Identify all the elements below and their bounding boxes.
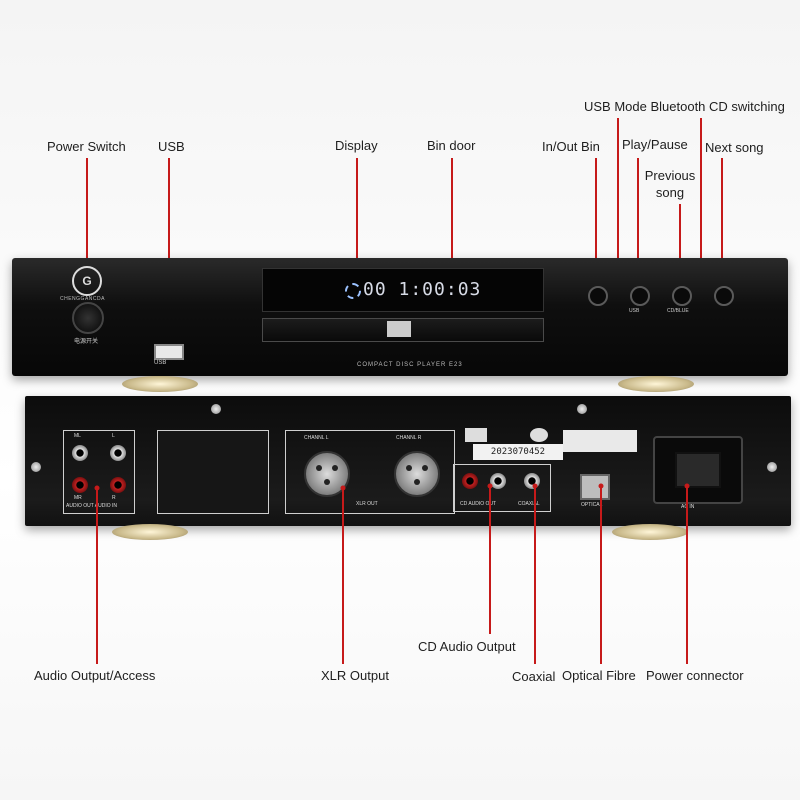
callout-power-switch: Power Switch xyxy=(47,139,126,154)
front-foot-left xyxy=(122,376,198,392)
rear-foot-left xyxy=(112,524,188,540)
leader-dot-power-connector xyxy=(684,483,690,489)
callout-power-connector: Power connector xyxy=(646,668,744,683)
cd-player-front-panel: G CHENGGANCDA 电源开关 USB 00 1:00:03 COMPAC… xyxy=(12,258,788,376)
label-channel-l: CHANNL L xyxy=(304,435,329,441)
leader-audio-output xyxy=(96,488,98,664)
next-song-button[interactable] xyxy=(714,286,734,306)
cd-audio-out-panel: CD AUDIO OUT COAXIAL xyxy=(453,464,551,512)
callout-usb: USB xyxy=(158,139,185,154)
disc-tray-door[interactable] xyxy=(262,318,544,342)
callout-bin-door: Bin door xyxy=(427,138,476,153)
leader-display xyxy=(356,158,358,294)
callout-in-out-bin: In/Out Bin xyxy=(542,139,600,154)
callout-coaxial: Coaxial xyxy=(512,669,556,684)
callout-play-pause: Play/Pause xyxy=(622,137,688,152)
screw-icon xyxy=(577,404,587,414)
serial-number: 2023070452 xyxy=(473,444,563,460)
label-coaxial: COAXIAL xyxy=(518,501,540,507)
rca-ml-jack[interactable] xyxy=(72,445,88,461)
leader-dot-cd-audio-output xyxy=(487,483,493,489)
brand-text: CHENGGANCDA xyxy=(60,296,105,302)
label-channel-r: CHANNL R xyxy=(396,435,422,441)
leader-power-connector xyxy=(686,486,688,664)
callout-usb-mode-bluetooth: USB Mode Bluetooth CD switching xyxy=(584,99,785,114)
leader-next-song xyxy=(721,158,723,294)
screw-icon xyxy=(211,404,221,414)
display-window: 00 1:00:03 xyxy=(262,268,544,312)
leader-xlr-output xyxy=(342,488,344,664)
callout-display: Display xyxy=(335,138,378,153)
label-xlr-out: XLR OUT xyxy=(356,501,378,507)
screw-icon xyxy=(31,462,41,472)
callout-cd-audio-output: CD Audio Output xyxy=(418,639,516,654)
rear-foot-right xyxy=(612,524,688,540)
usb-port-label: USB xyxy=(154,360,167,366)
leader-optical-fibre xyxy=(600,486,602,664)
power-socket-icon xyxy=(675,452,721,488)
ccc-certification-icon xyxy=(530,428,548,442)
label-cd-audio-out: CD AUDIO OUT xyxy=(460,501,497,507)
leader-previous-song xyxy=(679,204,681,294)
usb-port[interactable] xyxy=(154,344,184,360)
audio-out-label: AUDIO OUT AUDIO IN xyxy=(66,503,118,509)
disc-spin-icon xyxy=(345,283,361,299)
leader-dot-xlr-output xyxy=(340,485,346,491)
cd-player-rear-panel: ML L MR R AUDIO OUT AUDIO IN CHANNL L CH… xyxy=(25,396,791,526)
warning-sticker xyxy=(563,430,637,452)
screw-icon xyxy=(767,462,777,472)
leader-dot-optical-fibre xyxy=(598,483,604,489)
compact-disc-logo-icon xyxy=(387,321,411,337)
callout-previous-song-1: Previous xyxy=(644,168,696,183)
leader-power-switch xyxy=(86,158,88,294)
callout-optical-fibre: Optical Fibre xyxy=(562,668,636,683)
leader-dot-coaxial xyxy=(532,483,538,489)
rca-r-jack[interactable] xyxy=(110,477,126,493)
rca-l-jack[interactable] xyxy=(110,445,126,461)
cd-audio-out-mr-jack[interactable] xyxy=(490,473,506,489)
label-r: R xyxy=(112,495,116,501)
leader-in-out-bin xyxy=(595,158,597,294)
compact-disc-logo-icon xyxy=(465,428,487,442)
leader-bin-door xyxy=(451,158,453,340)
front-foot-right xyxy=(618,376,694,392)
xlr-out-panel: CHANNL L CHANNL R XLR OUT xyxy=(285,430,455,514)
display-digits: 00 1:00:03 xyxy=(363,279,482,300)
power-connector[interactable] xyxy=(653,436,743,504)
cd-blue-button-label: CD/BLUE xyxy=(667,308,689,314)
play-pause-button[interactable] xyxy=(630,286,650,306)
callout-xlr-output: XLR Output xyxy=(321,668,389,683)
label-l: L xyxy=(112,433,115,439)
usb-button-label: USB xyxy=(629,308,640,314)
label-mr: MR xyxy=(74,495,82,501)
power-switch-knob[interactable] xyxy=(72,302,104,334)
leader-bt-cd xyxy=(700,118,702,330)
leader-cd-audio-output xyxy=(489,486,491,634)
leader-usb xyxy=(168,158,170,343)
spec-label xyxy=(157,430,269,514)
callout-audio-output: Audio Output/Access xyxy=(34,668,156,683)
callout-next-song: Next song xyxy=(705,140,764,155)
label-ml: ML xyxy=(74,433,81,439)
previous-song-button[interactable] xyxy=(672,286,692,306)
label-optical: OPTICAL xyxy=(581,502,603,508)
eject-button[interactable] xyxy=(588,286,608,306)
callout-previous-song-2: song xyxy=(655,185,685,200)
label-ac-in: AC IN xyxy=(681,504,695,510)
leader-usb-mode xyxy=(617,118,619,330)
audio-out-panel: ML L MR R AUDIO OUT AUDIO IN xyxy=(63,430,135,514)
cd-audio-out-ml-jack[interactable] xyxy=(462,473,478,489)
power-switch-label: 电源开关 xyxy=(74,339,99,345)
rca-mr-jack[interactable] xyxy=(72,477,88,493)
leader-coaxial xyxy=(534,486,536,664)
leader-dot-audio-output xyxy=(94,485,100,491)
model-text: COMPACT DISC PLAYER E23 xyxy=(357,362,463,368)
xlr-right-connector[interactable] xyxy=(394,451,440,497)
brand-logo: G xyxy=(72,266,102,296)
leader-play-pause xyxy=(637,158,639,294)
optical-port[interactable] xyxy=(580,474,610,500)
